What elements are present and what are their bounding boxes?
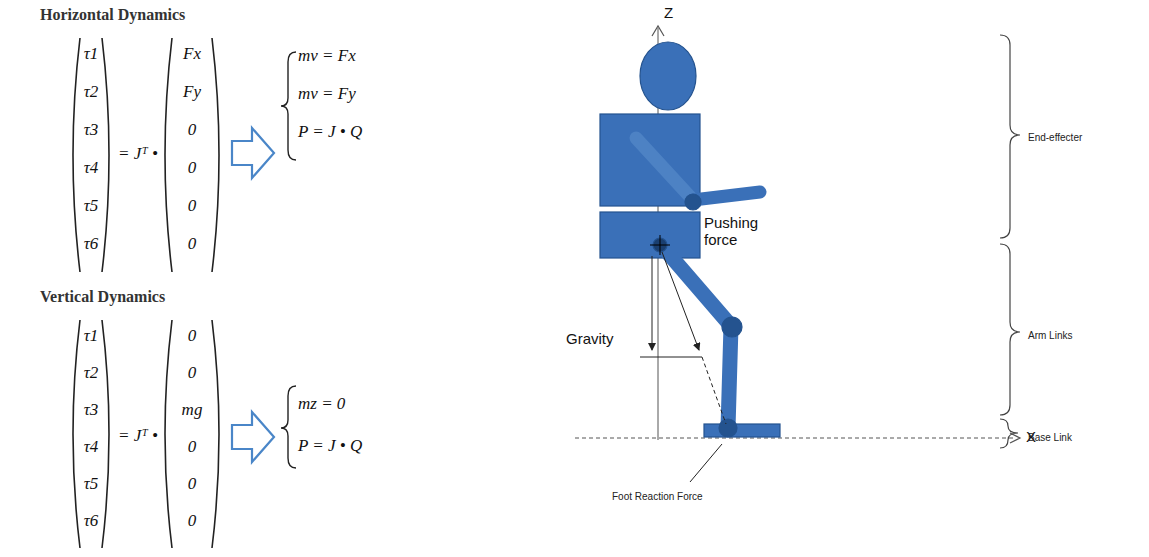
equation-line: mv = Fx (298, 46, 356, 66)
jacobian-term-holder: = Jᵀ • (118, 144, 158, 164)
implies-arrow (232, 128, 274, 462)
force-entry-holder: 0 (188, 234, 197, 254)
force-entry: 0 (188, 196, 197, 216)
section-heading-holder: Vertical Dynamics (40, 288, 165, 306)
torque-entry: τ4 (84, 158, 99, 178)
torque-entry: τ2 (84, 82, 99, 102)
force-entry: 0 (188, 234, 197, 254)
torque-entry-holder: τ3 (84, 400, 99, 420)
force-entry: 0 (188, 363, 197, 383)
force-label: Gravity (566, 330, 614, 347)
torque-entry-holder: τ6 (84, 234, 99, 254)
torque-entry: τ3 (84, 400, 99, 420)
equation-line: mz = 0 (298, 394, 345, 414)
force-entry: mg (182, 400, 203, 420)
force-label-holder: Foot Reaction Force (612, 486, 703, 504)
axis-label-holder: Z (664, 4, 673, 22)
force-entry: 0 (188, 511, 197, 531)
force-vectors (640, 252, 726, 482)
force-label-holder: Pushing force (704, 214, 774, 249)
force-entry-holder: 0 (188, 326, 197, 346)
force-entry: 0 (188, 474, 197, 494)
torque-entry-holder: τ2 (84, 363, 99, 383)
axes (575, 26, 1020, 443)
force-entry-holder: Fy (183, 82, 201, 102)
torque-entry-holder: τ5 (84, 474, 99, 494)
equation-line-holder: mz = 0 (298, 394, 345, 414)
jacobian-term-holder: = Jᵀ • (118, 426, 158, 446)
jacobian-term: = Jᵀ • (118, 426, 158, 446)
torque-entry-holder: τ1 (84, 44, 99, 64)
torque-entry: τ3 (84, 120, 99, 140)
force-entry-holder: 0 (188, 196, 197, 216)
force-entry-holder: 0 (188, 437, 197, 457)
equation-line: P = J • Q (298, 122, 362, 142)
axis-label: Z (664, 4, 673, 21)
section-bracket (1000, 35, 1020, 448)
section-label: End-effecter (1028, 132, 1082, 143)
torque-entry-holder: τ2 (84, 82, 99, 102)
force-entry-holder: 0 (188, 120, 197, 140)
force-entry-holder: Fx (183, 44, 201, 64)
torque-entry-holder: τ5 (84, 196, 99, 216)
humanoid-figure (600, 42, 780, 437)
section-label: Arm Links (1028, 330, 1072, 341)
section-label-holder: Arm Links (1028, 325, 1072, 343)
force-entry: Fy (183, 82, 201, 102)
torque-entry: τ6 (84, 511, 99, 531)
force-entry: Fx (183, 44, 201, 64)
force-entry-holder: 0 (188, 511, 197, 531)
force-label: Foot Reaction Force (612, 491, 703, 502)
torque-entry: τ6 (84, 234, 99, 254)
force-entry: 0 (188, 158, 197, 178)
torque-entry: τ1 (84, 326, 99, 346)
torque-entry-holder: τ1 (84, 326, 99, 346)
force-entry-holder: 0 (188, 474, 197, 494)
section-heading-holder: Horizontal Dynamics (40, 6, 185, 24)
section-label-holder: Base Link (1028, 427, 1072, 445)
torque-entry-holder: τ3 (84, 120, 99, 140)
force-entry-holder: 0 (188, 363, 197, 383)
torque-entry: τ5 (84, 196, 99, 216)
force-label: Pushing force (704, 214, 774, 248)
torque-entry: τ2 (84, 363, 99, 383)
force-entry-holder: 0 (188, 158, 197, 178)
torque-entry: τ5 (84, 474, 99, 494)
equation-line: P = J • Q (298, 436, 362, 456)
torque-entry: τ4 (84, 437, 99, 457)
force-entry: 0 (188, 326, 197, 346)
equation-line-holder: mv = Fy (298, 84, 356, 104)
torque-entry: τ1 (84, 44, 99, 64)
torque-entry-holder: τ4 (84, 437, 99, 457)
equation-line: mv = Fy (298, 84, 356, 104)
force-entry: 0 (188, 120, 197, 140)
section-label: Base Link (1028, 432, 1072, 443)
curly-brace (281, 52, 296, 468)
equation-line-holder: mv = Fx (298, 46, 356, 66)
equation-line-holder: P = J • Q (298, 122, 362, 142)
jacobian-term: = Jᵀ • (118, 144, 158, 164)
force-entry-holder: mg (182, 400, 203, 420)
force-label-holder: Gravity (566, 330, 614, 348)
force-entry: 0 (188, 437, 197, 457)
section-label-holder: End-effecter (1028, 127, 1082, 145)
torque-entry-holder: τ4 (84, 158, 99, 178)
equation-line-holder: P = J • Q (298, 436, 362, 456)
torque-entry-holder: τ6 (84, 511, 99, 531)
section-heading: Horizontal Dynamics (40, 6, 185, 24)
section-heading: Vertical Dynamics (40, 288, 165, 306)
